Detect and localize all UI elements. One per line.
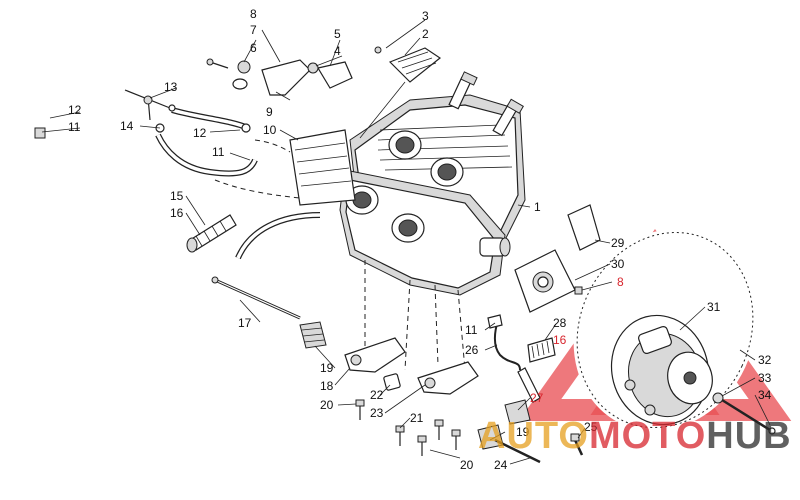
callout-21: 21	[410, 411, 424, 425]
engine-mount-brackets	[344, 337, 479, 395]
callout-13: 13	[164, 80, 178, 94]
callout-11: 11	[465, 323, 478, 337]
callout-17: 17	[238, 316, 252, 330]
callout-20: 20	[320, 398, 334, 412]
callout-6: 6	[250, 41, 257, 55]
recoil-starter-housing	[289, 129, 356, 206]
callout-19: 19	[516, 425, 530, 439]
callout-1: 1	[534, 200, 541, 214]
engine-mount-stud	[211, 276, 327, 349]
engine-block	[339, 71, 526, 296]
mount-alignment-lines	[364, 260, 466, 371]
callout-31: 31	[707, 300, 721, 314]
watermark-word-moto: MOTO	[589, 415, 706, 457]
callout-19: 19	[320, 361, 334, 375]
watermark-word-hub: HUB	[706, 415, 791, 457]
watermark-logo-text: AUTOMOTOHUB	[478, 415, 792, 457]
callout-25: 25	[584, 420, 598, 434]
callout-numbers: 8 7 6 5 4 3 2 13 12 11 14 12 9 10 11 1 1…	[68, 7, 772, 472]
bolt-25	[570, 433, 584, 456]
callout-11: 11	[212, 145, 225, 159]
callout-29: 29	[611, 236, 625, 250]
callout-27: 27	[530, 391, 544, 405]
watermark-word-auto: AUTO	[478, 415, 589, 457]
callout-22: 22	[370, 388, 384, 402]
callout-12: 12	[193, 126, 207, 140]
callout-8: 8	[250, 7, 257, 21]
callout-5: 5	[334, 27, 341, 41]
callout-2: 2	[422, 27, 429, 41]
callout-16: 16	[553, 333, 567, 347]
callout-16: 16	[170, 206, 184, 220]
callout-8: 8	[617, 275, 624, 289]
clutch-side-parts	[487, 204, 601, 403]
callout-10: 10	[263, 123, 277, 137]
mount-bolts	[355, 399, 461, 456]
callout-26: 26	[465, 343, 479, 357]
coolant-hoses	[34, 78, 321, 260]
callout-12: 12	[68, 103, 82, 117]
callout-33: 33	[758, 371, 772, 385]
callout-20: 20	[460, 458, 474, 472]
spring-and-clamp	[186, 214, 237, 253]
callout-leader-lines	[41, 19, 771, 465]
callout-32: 32	[758, 353, 772, 367]
callout-7: 7	[250, 23, 257, 37]
top-bolt-and-clamp-parts	[206, 46, 442, 139]
clutch-bolt-and-washer	[712, 392, 776, 435]
callout-30: 30	[611, 257, 625, 271]
callout-24: 24	[494, 458, 508, 472]
drive-clutch	[610, 314, 713, 426]
callout-15: 15	[170, 189, 184, 203]
callout-23: 23	[370, 406, 384, 420]
callout-18: 18	[320, 379, 334, 393]
callout-11: 11	[68, 120, 81, 134]
callout-34: 34	[758, 388, 772, 402]
right-rubber-mounts	[477, 399, 541, 464]
callout-28: 28	[553, 316, 567, 330]
callout-4: 4	[334, 44, 341, 58]
callout-9: 9	[266, 105, 273, 119]
callout-14: 14	[120, 119, 134, 133]
callout-3: 3	[422, 9, 429, 23]
svg-text:AUTOMOTOHUB: AUTOMOTOHUB	[478, 415, 792, 457]
